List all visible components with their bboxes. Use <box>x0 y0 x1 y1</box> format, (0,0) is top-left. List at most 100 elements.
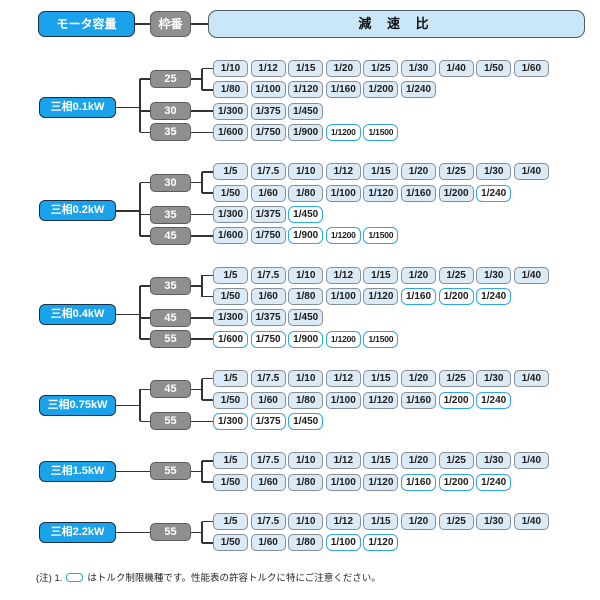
ratio-box: 1/160 <box>401 391 436 409</box>
connector-line <box>191 317 213 319</box>
connector-line <box>201 460 203 483</box>
ratio-box: 1/120 <box>363 473 399 491</box>
ratio-box: 1/30 <box>476 513 512 531</box>
ratio-box-torque-limited: 1/240 <box>476 391 512 409</box>
ratio-box: 1/600 <box>213 227 248 245</box>
connector-line <box>202 274 213 277</box>
connector-line <box>140 285 150 287</box>
connector-line <box>201 68 203 90</box>
connector-line <box>201 521 203 543</box>
ratio-box: 1/15 <box>363 452 399 470</box>
ratio-box-torque-limited: 1/240 <box>476 473 512 491</box>
frame-number-box: 25 <box>150 70 191 89</box>
ratio-box: 1/80 <box>288 534 324 552</box>
connector-line <box>191 181 202 184</box>
ratio-box: 1/100 <box>250 81 286 99</box>
ratio-box: 1/200 <box>438 184 474 202</box>
frame-number-box: 30 <box>150 173 191 192</box>
ratio-box: 1/20 <box>401 370 436 388</box>
connector-line <box>140 235 150 237</box>
connector-line <box>140 131 150 134</box>
ratio-box: 1/10 <box>288 513 324 531</box>
ratio-box: 1/15 <box>363 370 399 388</box>
ratio-box: 1/80 <box>288 184 324 202</box>
ratio-box: 1/10 <box>288 266 324 284</box>
ratio-box-torque-limited: 1/600 <box>213 330 248 348</box>
ratio-box-torque-limited: 1/300 <box>213 412 248 430</box>
frame-number-header: 枠番 <box>150 11 191 37</box>
ratio-box: 1/160 <box>325 81 361 99</box>
ratio-box: 1/40 <box>513 370 549 388</box>
torque-limited-legend-icon <box>66 572 84 582</box>
ratio-box: 1/200 <box>363 81 399 99</box>
connector-line <box>202 67 213 70</box>
connector-line <box>116 531 150 533</box>
ratio-box: 1/600 <box>213 123 248 141</box>
ratio-box: 1/10 <box>288 370 324 388</box>
ratio-box: 1/450 <box>288 309 324 327</box>
ratio-box: 1/120 <box>288 81 324 99</box>
ratio-box: 1/25 <box>363 60 399 77</box>
connector-line <box>201 275 203 297</box>
frame-number-box: 35 <box>150 276 191 295</box>
ratio-box: 1/10 <box>213 60 248 77</box>
ratio-box: 1/50 <box>213 184 248 202</box>
ratio-box: 1/60 <box>250 534 286 552</box>
ratio-box: 1/20 <box>325 60 361 77</box>
frame-number-box: 55 <box>150 523 191 542</box>
ratio-box: 1/80 <box>213 81 248 99</box>
connector-line <box>191 420 213 423</box>
ratio-box: 1/300 <box>213 309 248 327</box>
connector-line <box>139 285 141 340</box>
motor-capacity-header: モータ容量 <box>38 11 135 37</box>
ratio-box: 1/20 <box>401 452 436 470</box>
ratio-box: 1/25 <box>438 163 474 181</box>
ratio-box: 1/30 <box>401 60 436 77</box>
connector-line <box>202 295 213 298</box>
ratio-box: 1/100 <box>325 473 361 491</box>
ratio-box: 1/15 <box>363 513 399 531</box>
ratio-box: 1/7.5 <box>250 452 286 470</box>
ratio-box-torque-limited: 1/1500 <box>363 227 399 245</box>
ratio-box: 1/40 <box>513 452 549 470</box>
motor-capacity-box: 三相0.1kW <box>39 97 116 119</box>
ratio-box: 1/60 <box>250 473 286 491</box>
ratio-box: 1/12 <box>325 163 361 181</box>
ratio-box: 1/25 <box>438 452 474 470</box>
ratio-box-torque-limited: 1/160 <box>401 288 436 306</box>
ratio-box: 1/30 <box>476 452 512 470</box>
connector-line <box>202 399 213 401</box>
ratio-box: 1/60 <box>250 184 286 202</box>
connector-line <box>116 106 140 109</box>
connector-line <box>202 171 213 173</box>
ratio-box: 1/30 <box>476 370 512 388</box>
ratio-box: 1/40 <box>513 163 549 181</box>
connector-line <box>202 542 213 544</box>
ratio-box: 1/7.5 <box>250 513 286 531</box>
ratio-box-torque-limited: 1/160 <box>401 473 436 491</box>
ratio-box: 1/120 <box>363 391 399 409</box>
frame-number-box: 30 <box>150 102 191 121</box>
ratio-box-torque-limited: 1/1200 <box>325 227 361 245</box>
ratio-box: 1/10 <box>288 452 324 470</box>
connector-line <box>191 78 202 80</box>
frame-number-box: 45 <box>150 380 191 399</box>
frame-number-box: 45 <box>150 226 191 245</box>
footnote-prefix: (注) 1. <box>36 573 63 584</box>
ratio-box-torque-limited: 1/240 <box>476 288 512 306</box>
ratio-box: 1/12 <box>250 60 286 77</box>
ratio-box: 1/30 <box>476 163 512 181</box>
connector-line <box>191 470 202 473</box>
connector-line <box>191 285 202 287</box>
ratio-box: 1/60 <box>250 391 286 409</box>
motor-capacity-box: 三相0.2kW <box>39 200 116 222</box>
ratio-box: 1/120 <box>363 184 399 202</box>
footnote: (注) 1.はトルク制限機種です。性能表の許容トルクに特にご注意ください。 <box>36 570 381 584</box>
ratio-box: 1/120 <box>363 288 399 306</box>
ratio-box: 1/12 <box>325 370 361 388</box>
ratio-box-torque-limited: 1/200 <box>438 288 474 306</box>
connector-line <box>202 377 213 380</box>
ratio-box: 1/12 <box>325 513 361 531</box>
connector-line <box>139 79 141 133</box>
